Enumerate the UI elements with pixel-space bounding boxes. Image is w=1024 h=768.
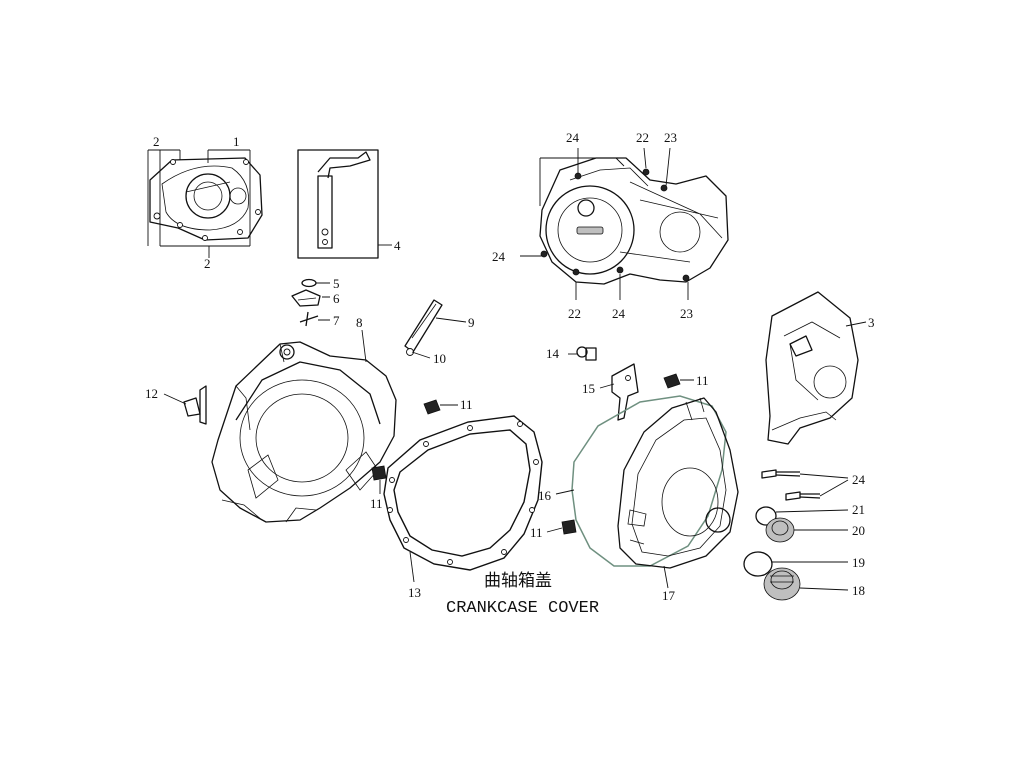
part-flywheel-cover <box>520 147 729 300</box>
label-8: 8 <box>356 315 363 330</box>
part-oring-19 <box>743 551 848 577</box>
label-10: 10 <box>433 351 446 366</box>
label-19: 19 <box>852 555 865 570</box>
label-11-b: 11 <box>370 496 383 511</box>
part-bolts-24 <box>761 469 849 501</box>
label-5: 5 <box>333 276 340 291</box>
label-4: 4 <box>394 238 401 253</box>
part-clip-12 <box>163 385 207 425</box>
part-crankcase-left <box>211 329 397 523</box>
leader-lines-1-2 <box>147 149 251 258</box>
title-chinese: 曲轴箱盖 <box>484 571 552 591</box>
label-12: 12 <box>145 386 158 401</box>
label-9: 9 <box>468 315 475 330</box>
part-small-hardware-5-6-7 <box>291 278 330 327</box>
label-23-top: 23 <box>664 130 677 145</box>
label-11-a: 11 <box>460 397 473 412</box>
part-tube-9-10 <box>404 299 467 359</box>
label-6: 6 <box>333 291 340 306</box>
label-24-left: 24 <box>492 249 506 264</box>
label-13: 13 <box>408 585 421 600</box>
label-22-top: 22 <box>636 130 649 145</box>
label-17: 17 <box>662 588 676 603</box>
label-24-bottom: 24 <box>612 306 626 321</box>
label-2-top: 2 <box>153 134 160 149</box>
part-gasket-13 <box>383 415 543 583</box>
title-english: CRANKCASE COVER <box>446 599 599 618</box>
label-20: 20 <box>852 523 865 538</box>
label-24-top: 24 <box>566 130 580 145</box>
part-cap-18 <box>763 567 849 601</box>
label-18: 18 <box>852 583 865 598</box>
label-3: 3 <box>868 315 875 330</box>
part-bolt-14 <box>568 346 597 361</box>
part-gasket-16 <box>555 395 727 567</box>
label-24-right: 24 <box>852 472 866 487</box>
part-dowel-pins-11 <box>371 373 694 535</box>
part-sprocket-guard-3 <box>765 291 867 445</box>
label-11-d: 11 <box>696 373 709 388</box>
label-15: 15 <box>582 381 595 396</box>
label-22-bottom: 22 <box>568 306 581 321</box>
part-plug-20 <box>765 517 848 543</box>
label-16: 16 <box>538 488 552 503</box>
label-14: 14 <box>546 346 560 361</box>
part-oring-21 <box>755 506 849 526</box>
part-crankcase-cover-right <box>149 157 263 241</box>
part-shaft-box <box>297 149 392 259</box>
label-21: 21 <box>852 502 865 517</box>
label-1: 1 <box>233 134 240 149</box>
label-11-c: 11 <box>530 525 543 540</box>
label-7: 7 <box>333 313 340 328</box>
part-bracket-15 <box>599 363 639 421</box>
label-23-bottom: 23 <box>680 306 693 321</box>
part-crankcase-cover-17 <box>617 397 739 589</box>
label-2-bottom: 2 <box>204 256 211 271</box>
